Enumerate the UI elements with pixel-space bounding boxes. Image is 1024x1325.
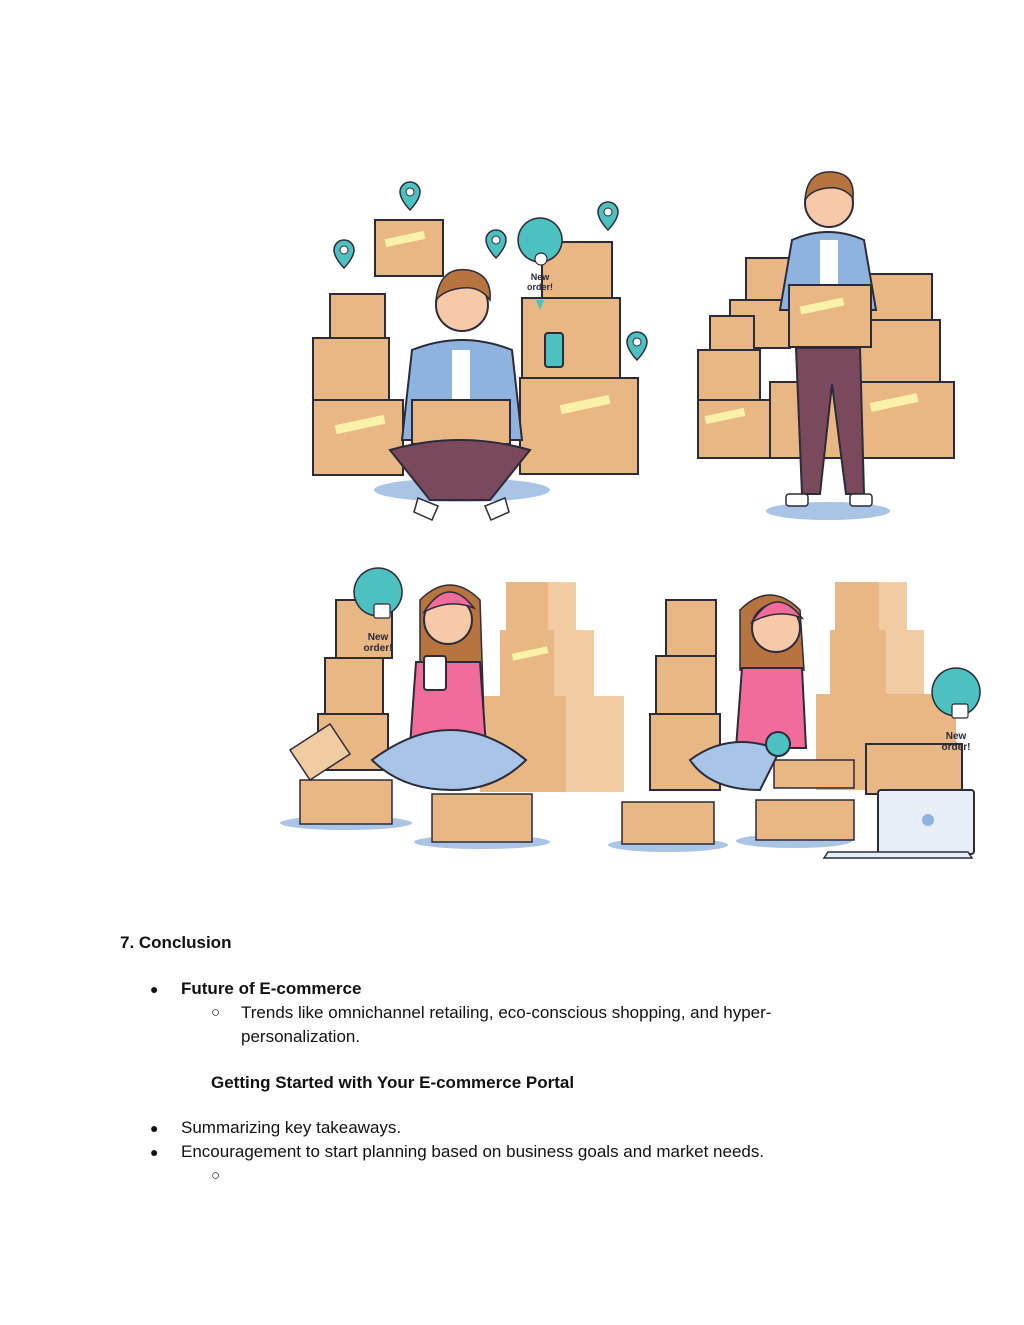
bullet-icon: ● <box>150 1120 159 1136</box>
bullet-icon: ● <box>150 981 159 997</box>
new-order-text-1: New <box>531 272 551 282</box>
bullet-icon: ● <box>150 1144 159 1160</box>
getting-started-title: Getting Started with Your E-commerce Por… <box>211 1073 575 1092</box>
future-title: Future of E-commerce <box>181 979 362 998</box>
future-list: ● Future of E-commerce ○ Trends like omn… <box>0 977 1024 1049</box>
list-item: ● Encouragement to start planning based … <box>0 1140 1024 1164</box>
takeaway-1: Summarizing key takeaways. <box>181 1118 402 1137</box>
new-order-text-5: New <box>946 731 967 742</box>
scene-man-standing <box>697 171 955 520</box>
section-title: 7. Conclusion <box>120 933 232 952</box>
new-order-text-3: New <box>368 632 389 643</box>
empty-sub-item <box>241 1164 801 1188</box>
takeaway-2: Encouragement to start planning based on… <box>181 1142 765 1161</box>
future-detail: Trends like omnichannel retailing, eco-c… <box>241 1003 772 1046</box>
scene-woman-phone: New order! <box>280 567 624 849</box>
scene-man-sitting: New order! <box>312 181 648 521</box>
new-order-text-4: order! <box>364 643 393 654</box>
sub-bullet-icon: ○ <box>211 1004 221 1021</box>
sub-bullet-icon: ○ <box>211 1167 221 1184</box>
ecommerce-illustration: New order! <box>280 171 981 859</box>
list-item: ● Future of E-commerce <box>0 977 1024 1001</box>
new-order-text-6: order! <box>942 742 971 753</box>
list-item: ● Summarizing key takeaways. <box>0 1116 1024 1140</box>
takeaways-list: ● Summarizing key takeaways. ● Encourage… <box>0 1116 1024 1188</box>
scene-woman-packing: New order! <box>608 582 981 859</box>
list-item: ○ <box>0 1164 1024 1188</box>
new-order-text-2: order! <box>527 282 553 292</box>
list-item: ○ Trends like omnichannel retailing, eco… <box>0 1001 1024 1049</box>
